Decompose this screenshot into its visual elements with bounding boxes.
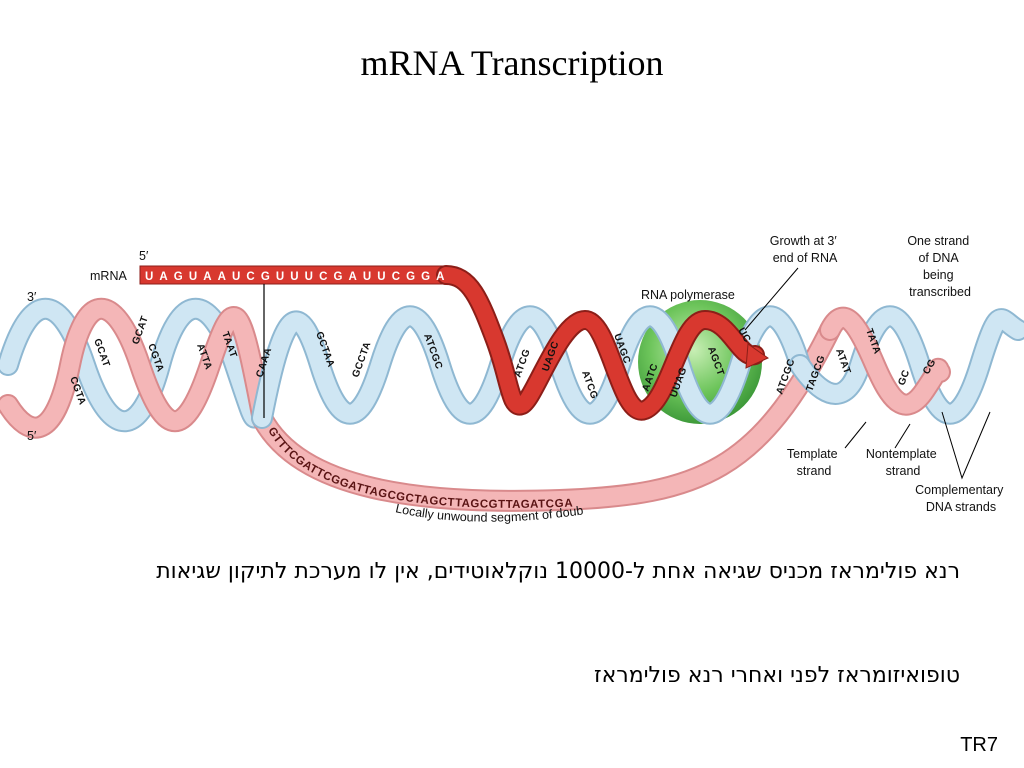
rung-label: ATAT — [833, 347, 852, 376]
slide-title: mRNA Transcription — [360, 43, 664, 83]
rna-polymerase-label: RNA polymerase — [641, 288, 735, 302]
rung-label: GC — [896, 368, 912, 387]
template-pointer — [844, 421, 867, 449]
nontemplate-pointer — [894, 423, 911, 449]
complementary-label: Complementary DNA strands — [915, 483, 1007, 514]
bullet-topoisomerase: טופואיזומראז לפני ואחרי רנא פולימראז — [593, 663, 960, 688]
nontemplate-strand-label: Nontemplate strand — [866, 447, 940, 478]
helix-5prime-label: 5′ — [27, 429, 37, 443]
growth-arrowhead — [745, 343, 770, 369]
slide-number: TR7 — [960, 734, 998, 756]
growth-pointer — [744, 267, 799, 331]
mrna-label: mRNA — [90, 269, 127, 283]
growth-label: Growth at 3′ end of RNA — [770, 234, 840, 265]
mrna-sequence: UAGUAAUCGUUUCGAUUCGGA — [145, 271, 445, 283]
complementary-pointer — [941, 411, 991, 480]
template-strand-label: Template strand — [787, 447, 841, 478]
helix-3prime-label: 3′ — [27, 290, 37, 304]
mrna-5prime-label: 5′ — [139, 249, 149, 263]
one-strand-label: One strand of DNA being transcribed — [907, 234, 972, 299]
bullet-fidelity: רנא פולימראז מכניס שגיאה אחת ל-10000 נוק… — [156, 559, 960, 584]
